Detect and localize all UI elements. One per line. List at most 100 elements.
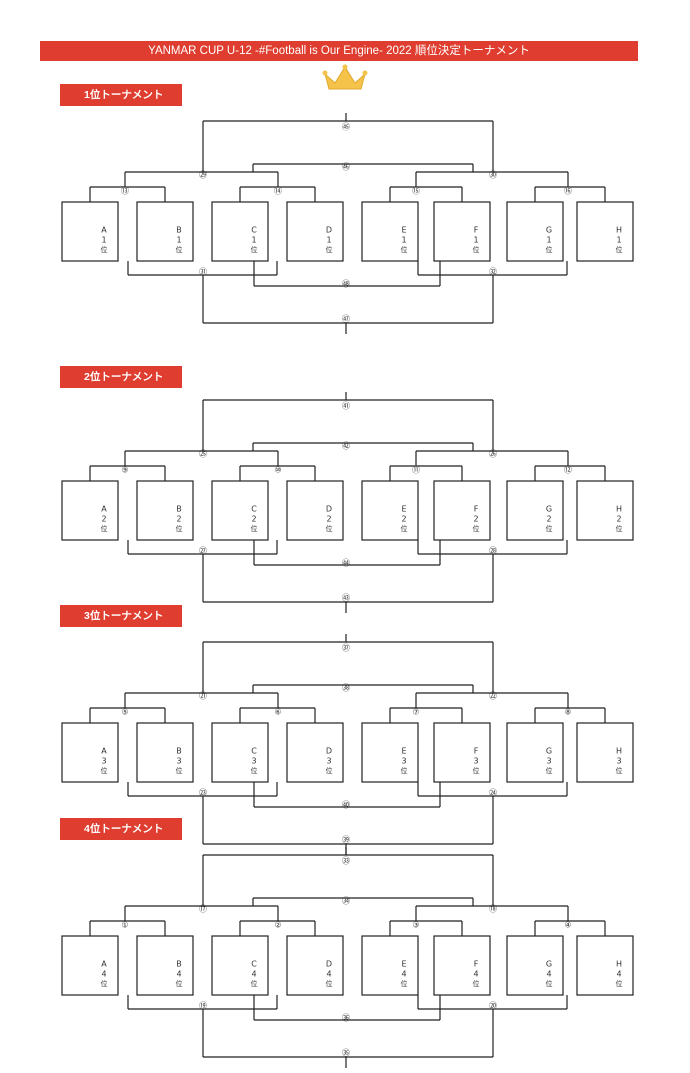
- team-rank-suffix: 位: [176, 245, 183, 254]
- match-r1-number: ⑤: [121, 708, 128, 717]
- team-rank: 4: [251, 970, 256, 979]
- match-final-number: ㉝: [342, 857, 350, 866]
- team-box: B2位: [136, 480, 194, 541]
- team-letter: G: [546, 747, 552, 756]
- team-box-frame: [576, 935, 634, 996]
- team-rank-suffix: 位: [473, 245, 480, 254]
- team-box: F3位: [433, 722, 491, 783]
- team-letter: C: [251, 505, 257, 514]
- team-rank: 2: [101, 515, 106, 524]
- team-letter: D: [326, 505, 332, 514]
- team-box-frame: [576, 201, 634, 262]
- team-rank-suffix: 位: [401, 245, 408, 254]
- team-rank-suffix: 位: [101, 245, 108, 254]
- match-lower-third-number: ㊴: [342, 836, 350, 845]
- team-letter: A: [101, 747, 107, 756]
- team-rank: 3: [473, 757, 478, 766]
- team-box-frame: [286, 722, 344, 783]
- team-box: G1位: [506, 201, 564, 262]
- match-lower-sf-number: ㉗: [199, 547, 207, 556]
- team-box: G4位: [506, 935, 564, 996]
- match-sf-number: ⑰: [199, 905, 207, 914]
- team-letter: H: [616, 960, 622, 969]
- team-rank: 3: [176, 757, 181, 766]
- team-letter: G: [546, 960, 552, 969]
- match-lower-sf-number: ㉛: [199, 268, 207, 277]
- match-final-number: ㊶: [342, 402, 350, 411]
- team-rank: 2: [176, 515, 181, 524]
- team-letter: D: [326, 747, 332, 756]
- team-box: F1位: [433, 201, 491, 262]
- match-r1-number: ②: [274, 921, 281, 930]
- tournament-2-label: 2位トーナメント: [60, 366, 182, 388]
- team-box-frame: [136, 935, 194, 996]
- team-box-frame: [506, 201, 564, 262]
- match-r1-number: ⑭: [274, 187, 282, 196]
- team-rank-suffix: 位: [326, 245, 333, 254]
- team-box-frame: [211, 480, 269, 541]
- match-r1-number: ⑦: [412, 708, 419, 717]
- match-third-number: ㉞: [342, 897, 350, 906]
- team-letter: D: [326, 960, 332, 969]
- match-r1-number: ⑧: [564, 708, 571, 717]
- team-rank: 4: [176, 970, 181, 979]
- team-rank: 1: [251, 236, 256, 245]
- team-rank: 1: [546, 236, 551, 245]
- team-box: D1位: [286, 201, 344, 262]
- team-box-frame: [211, 935, 269, 996]
- team-rank: 1: [326, 236, 331, 245]
- team-box: G3位: [506, 722, 564, 783]
- team-rank: 3: [251, 757, 256, 766]
- team-box-frame: [506, 935, 564, 996]
- team-rank-suffix: 位: [546, 766, 553, 775]
- match-lower-sf-number: ㉜: [489, 268, 497, 277]
- team-rank: 1: [176, 236, 181, 245]
- team-rank: 4: [546, 970, 551, 979]
- match-lower-sf-number: ㉓: [199, 789, 207, 798]
- team-box-frame: [211, 201, 269, 262]
- team-letter: F: [474, 226, 479, 235]
- team-rank-suffix: 位: [616, 766, 623, 775]
- match-final-number: ㊲: [342, 644, 350, 653]
- team-box: D2位: [286, 480, 344, 541]
- team-box-frame: [136, 201, 194, 262]
- team-letter: H: [616, 226, 622, 235]
- team-box: H2位: [576, 480, 634, 541]
- team-rank: 2: [251, 515, 256, 524]
- match-lower-sf-number: ⑲: [199, 1002, 207, 1011]
- team-box: A4位: [61, 935, 119, 996]
- team-box-frame: [286, 935, 344, 996]
- team-box-frame: [61, 935, 119, 996]
- team-rank: 4: [101, 970, 106, 979]
- crown-icon: [322, 64, 368, 90]
- team-rank: 3: [326, 757, 331, 766]
- team-letter: E: [401, 960, 406, 969]
- match-sf-number: ⑱: [489, 905, 497, 914]
- team-box-frame: [433, 935, 491, 996]
- team-box-frame: [576, 480, 634, 541]
- team-box-frame: [136, 480, 194, 541]
- team-letter: D: [326, 226, 332, 235]
- team-rank: 2: [473, 515, 478, 524]
- team-box-frame: [506, 480, 564, 541]
- team-rank: 1: [473, 236, 478, 245]
- match-r1-number: ⑯: [564, 187, 572, 196]
- match-third-number: ㊷: [342, 442, 350, 451]
- match-sf-number: ㉕: [199, 450, 207, 459]
- team-box: E2位: [361, 480, 419, 541]
- match-third-number: ㊳: [342, 684, 350, 693]
- team-box: F4位: [433, 935, 491, 996]
- team-rank: 4: [401, 970, 406, 979]
- team-box: H1位: [576, 201, 634, 262]
- team-letter: F: [474, 747, 479, 756]
- team-letter: C: [251, 226, 257, 235]
- team-box-frame: [361, 201, 419, 262]
- team-rank: 2: [616, 515, 621, 524]
- team-box-frame: [136, 722, 194, 783]
- match-lower-final-number: ㊱: [342, 1014, 350, 1023]
- match-r1-number: ⑩: [274, 466, 281, 475]
- team-box: A2位: [61, 480, 119, 541]
